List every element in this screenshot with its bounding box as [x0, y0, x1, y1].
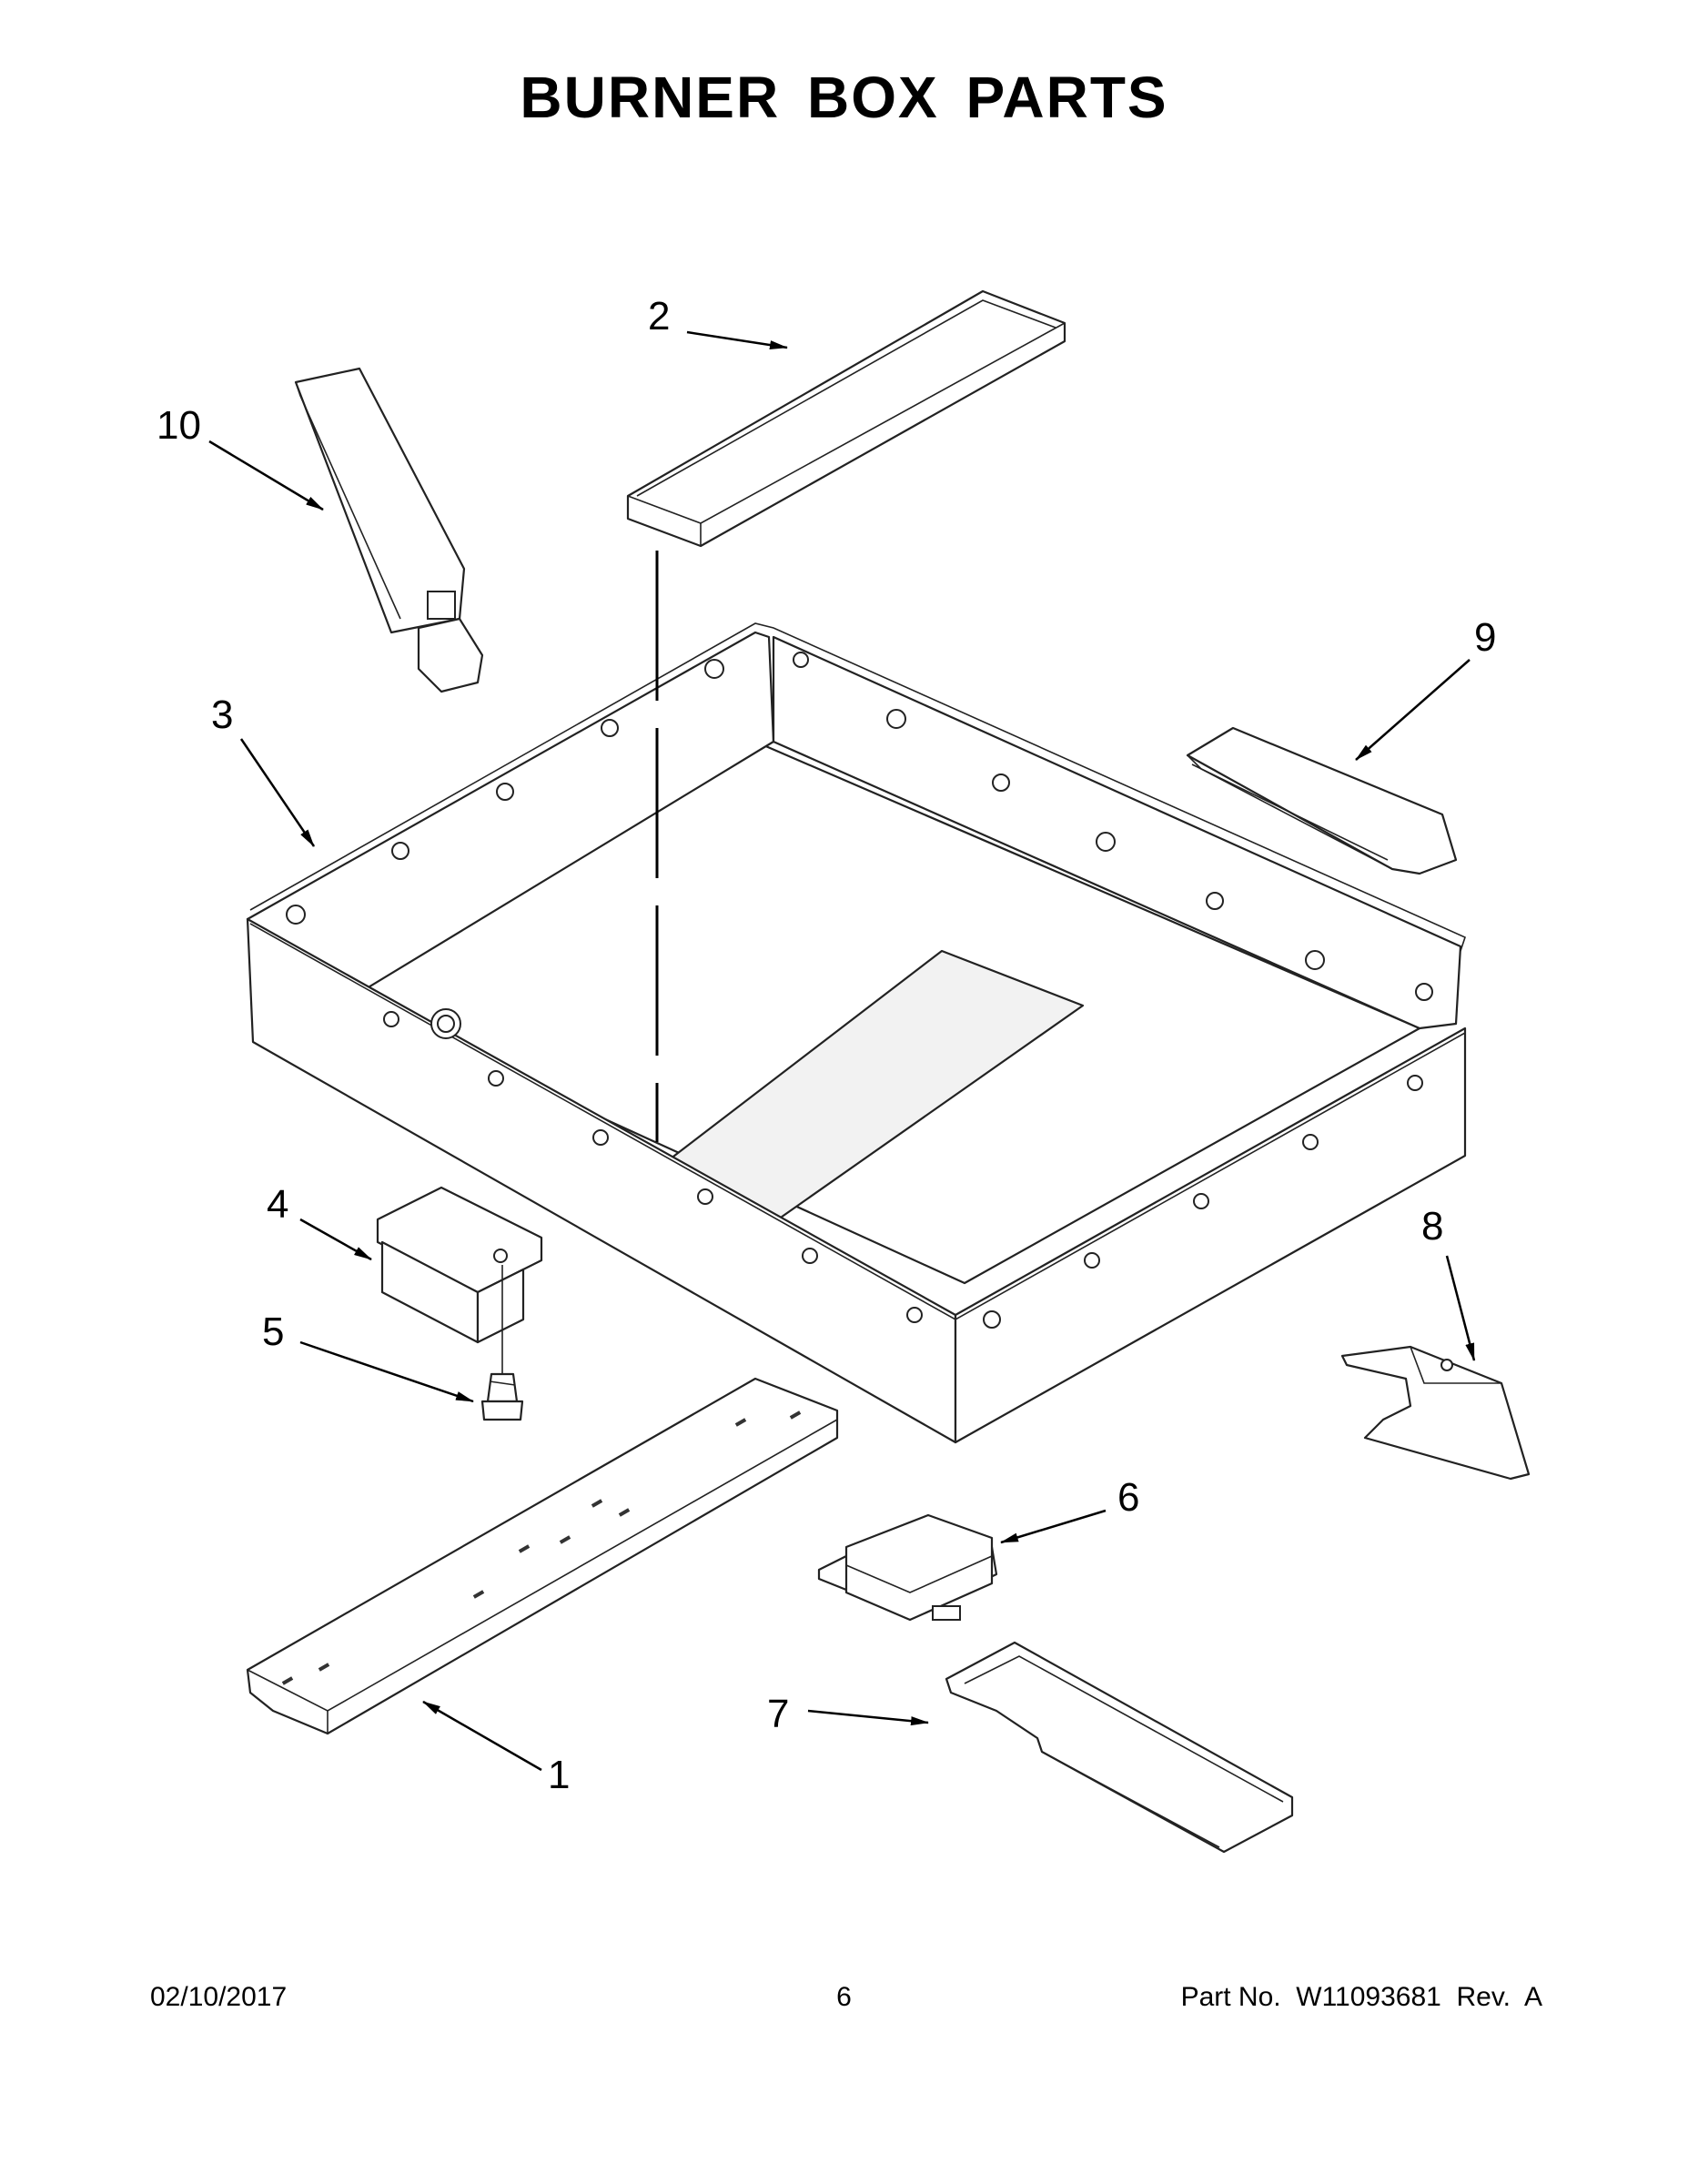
callout-6: 6: [1117, 1475, 1139, 1520]
callout-5: 5: [262, 1309, 284, 1354]
part-3-burner-box: [246, 622, 1467, 1444]
footer-part-number: Part No. W11093681 Rev. A: [1180, 1982, 1542, 2012]
part-9-bracket: [1186, 726, 1458, 875]
part-7-plate: [945, 1641, 1294, 1854]
part-5-screw: [480, 1372, 524, 1421]
callout-1: 1: [548, 1753, 570, 1797]
part-6-module: [817, 1513, 998, 1622]
callout-10: 10: [157, 403, 201, 448]
callout-3: 3: [211, 693, 233, 737]
callout-4: 4: [267, 1182, 288, 1227]
callout-9: 9: [1474, 615, 1496, 660]
part-2-channel: [626, 289, 1066, 548]
callout-2: 2: [648, 294, 670, 339]
callout-arrows: [208, 330, 1476, 1772]
callout-8: 8: [1421, 1204, 1443, 1249]
footer-page-number: 6: [836, 1982, 852, 2012]
footer-date: 02/10/2017: [150, 1982, 288, 2012]
part-4-box: [376, 1186, 543, 1344]
callout-7: 7: [767, 1692, 789, 1736]
page-title: BURNER BOX PARTS: [520, 65, 1168, 130]
part-1-rail: [246, 1377, 839, 1735]
part-8-bracket: [1340, 1345, 1531, 1481]
part-10-bracket: [294, 367, 484, 693]
